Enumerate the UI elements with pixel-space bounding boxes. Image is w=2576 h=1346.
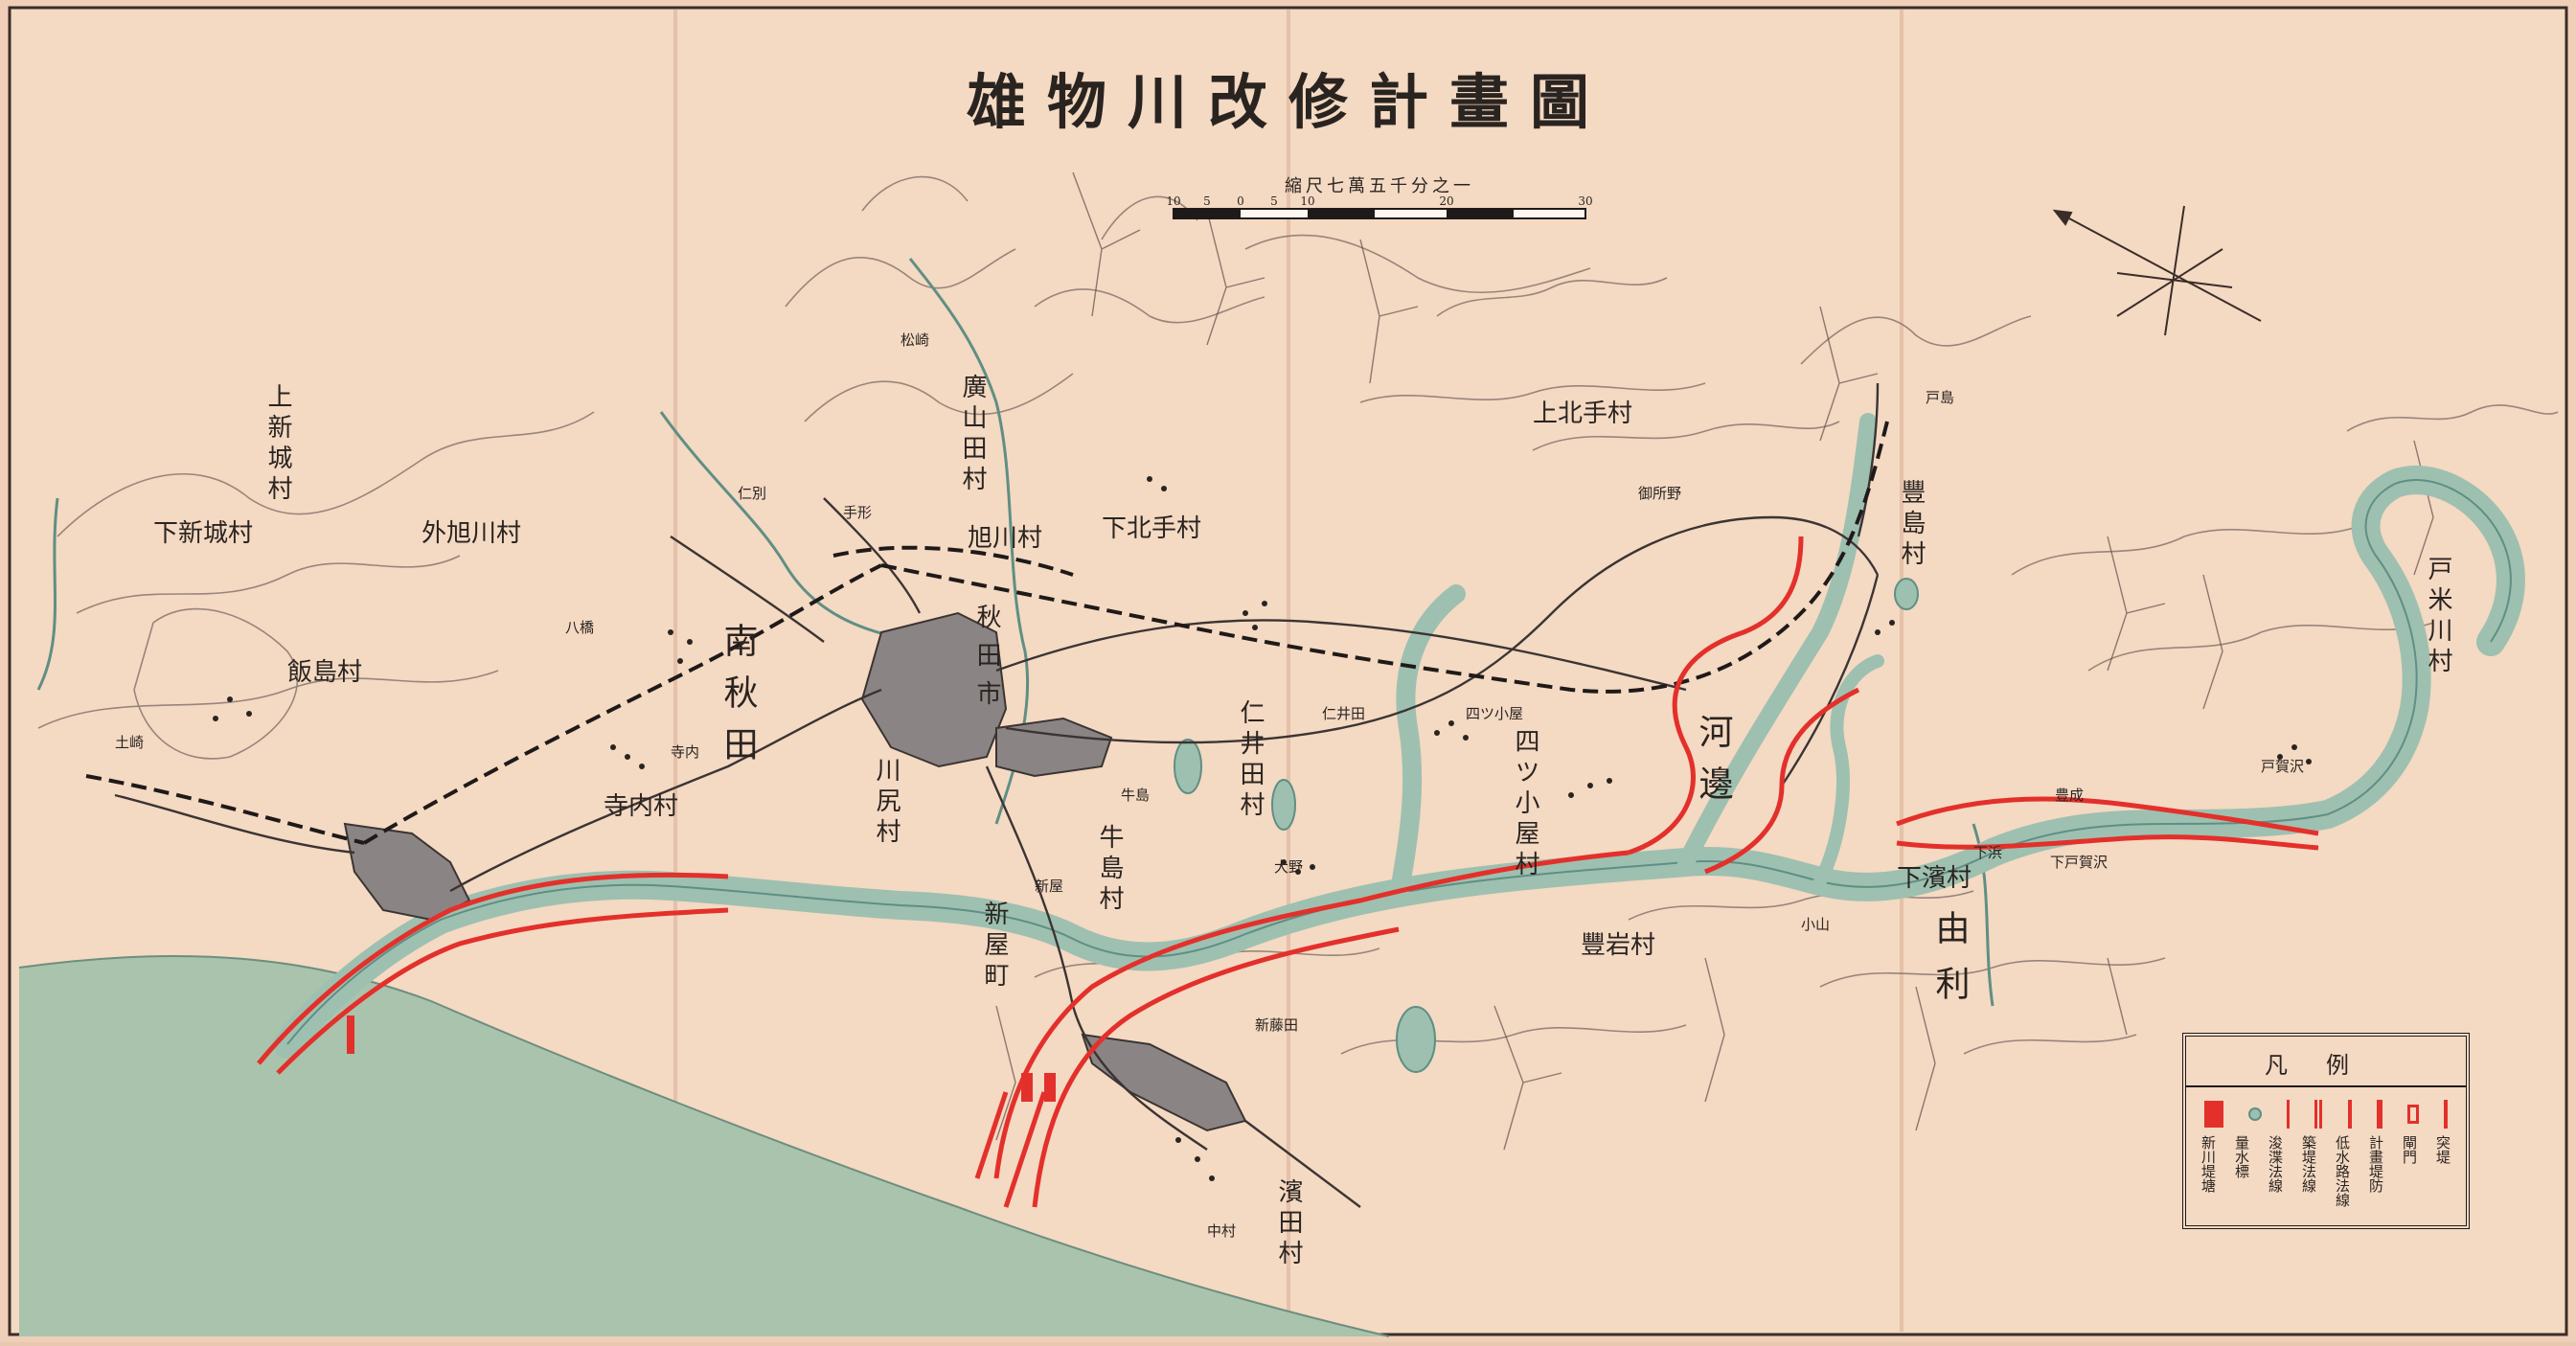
minor-label: 大野 (1274, 858, 1303, 876)
river-branch-iwami (1813, 654, 1884, 888)
district-labels: 南秋田 秋田市 河邊 由利 (718, 604, 1971, 1021)
scale-tick: 10 (1300, 194, 1314, 208)
map-title: 雄物川改修計畫圖 (967, 67, 1610, 137)
label-terauchi: 寺内村 (604, 792, 678, 821)
compass-rose (2052, 205, 2262, 336)
legend-symbols (2186, 1087, 2466, 1135)
label-yotsu-koya: 四ツ小屋村 (1511, 728, 1539, 881)
scale-label: 縮尺七萬五千分之一 (1285, 176, 1474, 196)
label-ushijima: 牛島村 (1095, 824, 1124, 916)
scale-tick: 5 (1270, 194, 1278, 208)
river-branch-north (1677, 413, 1877, 871)
legend-item: 築堤法線 (2300, 1135, 2317, 1193)
minor-label: 新屋 (1035, 878, 1063, 895)
settlement-dots (213, 476, 2312, 1181)
minor-label: 牛島 (1121, 787, 1150, 804)
low-water-line-symbol (2347, 1100, 2352, 1129)
legend-labels: 新川堤塘 量水標 浚渫法線 築堤法線 低水路法線 計畫堤防 閘門 突堤 (2186, 1135, 2466, 1221)
river-centerline (286, 479, 2512, 1045)
minor-label: 仁井田 (1322, 705, 1365, 722)
legend-item: 新川堤塘 (2200, 1135, 2217, 1193)
label-hiroyamada: 廣山田村 (958, 374, 987, 496)
label-iijima: 飯島村 (287, 658, 362, 687)
minor-label: 寺内 (671, 743, 699, 761)
label-minami-akita: 南秋田 (718, 623, 759, 778)
minor-label: 新藤田 (1255, 1016, 1298, 1034)
legend-item: 浚渫法線 (2267, 1135, 2284, 1193)
water-gauge-symbol (2248, 1107, 2263, 1121)
new-river-bank-symbol (2204, 1101, 2224, 1128)
minor-label: 四ツ小屋 (1466, 705, 1523, 722)
legend-title: 凡例 (2186, 1046, 2466, 1087)
minor-label: 仁別 (738, 485, 766, 502)
label-kawabe: 河邊 (1694, 714, 1733, 817)
minor-label: 豊成 (2055, 787, 2084, 804)
akita-east-area (995, 717, 1113, 778)
minor-label: 戸賀沢 (2261, 758, 2304, 775)
araya-area (1081, 1033, 1247, 1132)
scale-tick: 30 (1578, 194, 1592, 208)
sluice-gate-symbol (2406, 1105, 2419, 1124)
label-akita-city: 秋田市 (972, 604, 1001, 719)
minor-label: 中村 (1207, 1222, 1236, 1240)
label-tomekawa: 戸米川村 (2424, 556, 2452, 678)
legend-item: 量水標 (2233, 1135, 2250, 1178)
legend-item: 低水路法線 (2334, 1135, 2351, 1207)
river-branch-kawabe (1389, 584, 1466, 905)
label-kami-shinjo: 上新城村 (263, 383, 292, 506)
label-kawajiri: 川尻村 (872, 757, 900, 849)
sea (19, 955, 1389, 1336)
label-asahikawa: 旭川村 (968, 524, 1042, 553)
scale-ticks: 10 5 0 5 10 20 30 (1166, 194, 1592, 208)
label-shinyashiki: 新屋町 (980, 901, 1009, 992)
dredge-line-symbol (2287, 1100, 2291, 1129)
label-toyoiwa: 豐岩村 (1581, 931, 1655, 960)
ponds (1174, 578, 1919, 1073)
label-niida: 仁井田村 (1236, 699, 1265, 822)
label-shimo-shinjo: 下新城村 (153, 519, 253, 548)
planned-levee-symbol (2376, 1100, 2382, 1129)
legend-item: 突堤 (2434, 1135, 2451, 1164)
planned-levee-lines (257, 536, 2319, 1208)
label-kita-tede-shimo: 下北手村 (1102, 514, 1201, 543)
minor-label: 小山 (1801, 916, 1830, 933)
minor-label: 土崎 (115, 734, 144, 751)
minor-label: 戸島 (1926, 389, 1954, 406)
minor-label: 手形 (843, 504, 872, 521)
legend-item: 閘門 (2401, 1135, 2418, 1164)
akita-city-area (860, 611, 1008, 768)
scale-tick: 5 (1203, 194, 1211, 208)
minor-label: 松崎 (900, 331, 929, 349)
label-soto-asahikawa: 外旭川村 (422, 519, 521, 548)
label-hamada: 濱田村 (1274, 1178, 1303, 1270)
minor-label: 八橋 (565, 619, 594, 636)
scale-bar (1173, 208, 1586, 219)
sluice-gate-marks (347, 1015, 1056, 1102)
scale-tick: 0 (1237, 194, 1244, 208)
label-shimohama: 下濱村 (1897, 864, 1972, 893)
minor-place-labels: 松崎 仁別 牛島 寺内 新屋 下浜 戸島 中村 大野 仁井田 四ツ小屋 御所野 … (115, 331, 2304, 1240)
minor-label: 御所野 (1638, 485, 1681, 502)
scale-tick: 20 (1439, 194, 1453, 208)
minor-label: 下浜 (1973, 844, 2002, 861)
scale-tick: 10 (1166, 194, 1180, 208)
village-labels: 上新城村 下新城村 外旭川村 飯島村 旭川村 廣山田村 下北手村 上北手村 豐島… (153, 374, 2452, 1270)
legend-item: 計畫堤防 (2367, 1135, 2384, 1193)
legend: 凡例 新川堤塘 量水標 浚渫法線 築堤法線 低水路法線 計畫堤防 閘門 突堤 (2182, 1033, 2470, 1229)
railways (85, 421, 1889, 845)
label-toyoshima: 豐島村 (1897, 479, 1926, 571)
label-yuri: 由利 (1930, 910, 1971, 1021)
label-kita-tede-kami: 上北手村 (1533, 399, 1632, 428)
minor-label: 下戸賀沢 (2050, 854, 2108, 871)
embankment-line-symbol (2314, 1100, 2323, 1129)
coastline (18, 954, 1390, 1337)
groyne-symbol (2443, 1100, 2448, 1129)
